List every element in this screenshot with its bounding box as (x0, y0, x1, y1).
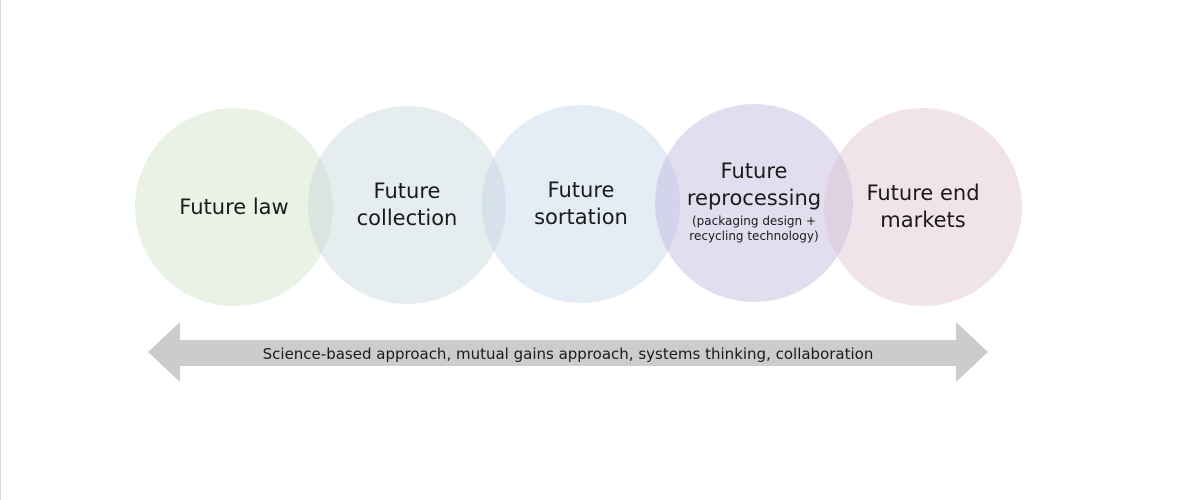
double-headed-arrow-icon (148, 322, 988, 382)
stage-label-collection: Future collection (356, 179, 458, 230)
stage-label-law: Future law (179, 194, 289, 219)
stage-sublabel-reprocessing: (packaging design + recycling technology… (689, 214, 819, 243)
left-border-line (0, 0, 1, 500)
stage-circle-sortation: Future sortation (482, 105, 680, 303)
stage-label-reprocessing: Future reprocessing (686, 159, 822, 210)
stage-label-markets: Future end markets (866, 181, 980, 232)
stage-circle-law: Future law (135, 108, 333, 306)
stage-label-sortation: Future sortation (534, 178, 628, 229)
arrow-shape (148, 322, 988, 382)
arrow-label: Science-based approach, mutual gains app… (262, 345, 874, 363)
stage-circle-collection: Future collection (308, 106, 506, 304)
stage-circle-markets: Future end markets (824, 108, 1022, 306)
stage-circle-reprocessing: Future reprocessing (packaging design + … (655, 104, 853, 302)
